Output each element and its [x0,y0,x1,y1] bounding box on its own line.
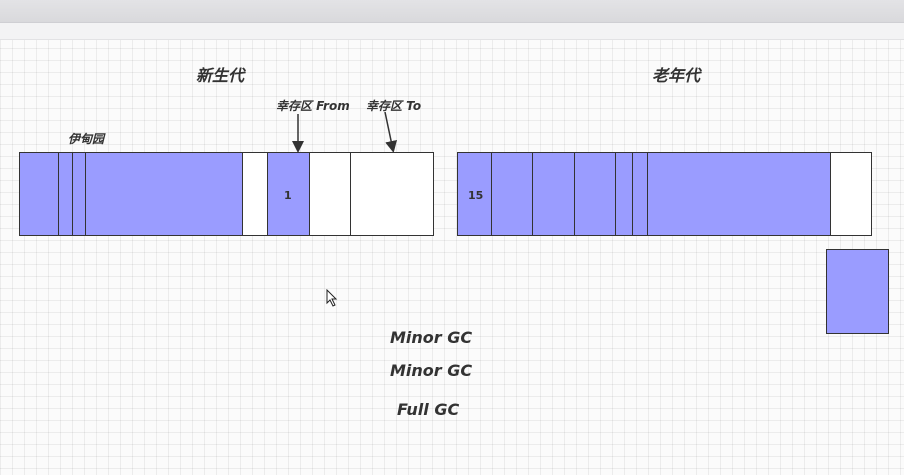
minor-gc-label: Minor GC [390,328,473,347]
object-divider [615,153,616,235]
survivor-object [268,153,309,235]
object-divider [647,153,648,235]
eden-label: 伊甸园 [68,132,105,146]
survivor-from-boundary [309,153,310,235]
object-divider [72,153,73,235]
old-generation-box: 15 [457,152,872,236]
object-divider [532,153,533,235]
young-generation-title: 新生代 [196,66,245,85]
old-object-age-value: 15 [468,189,484,202]
eden-boundary [267,153,268,235]
object-divider [85,153,86,235]
window-title-bar [0,0,904,23]
survivor-from-label: 幸存区 From [276,99,350,113]
old-generation-title: 老年代 [652,66,701,85]
survivor-to-label: 幸存区 To [366,99,422,113]
survivor-to-boundary [350,153,351,235]
object-divider [574,153,575,235]
toolbar-strip [0,23,904,40]
object-divider [242,153,243,235]
survivor-age-value: 1 [284,189,292,202]
old-objects [458,153,830,235]
full-gc-label: Full GC [397,400,460,419]
object-divider [830,153,831,235]
object-divider [491,153,492,235]
to-arrow [384,111,398,153]
object-divider [632,153,633,235]
large-object-block [826,249,889,334]
minor-gc-label: Minor GC [390,361,473,380]
young-generation-box: 1 [19,152,434,236]
object-divider [58,153,59,235]
eden-objects [20,153,242,235]
mouse-cursor-icon [326,289,338,307]
